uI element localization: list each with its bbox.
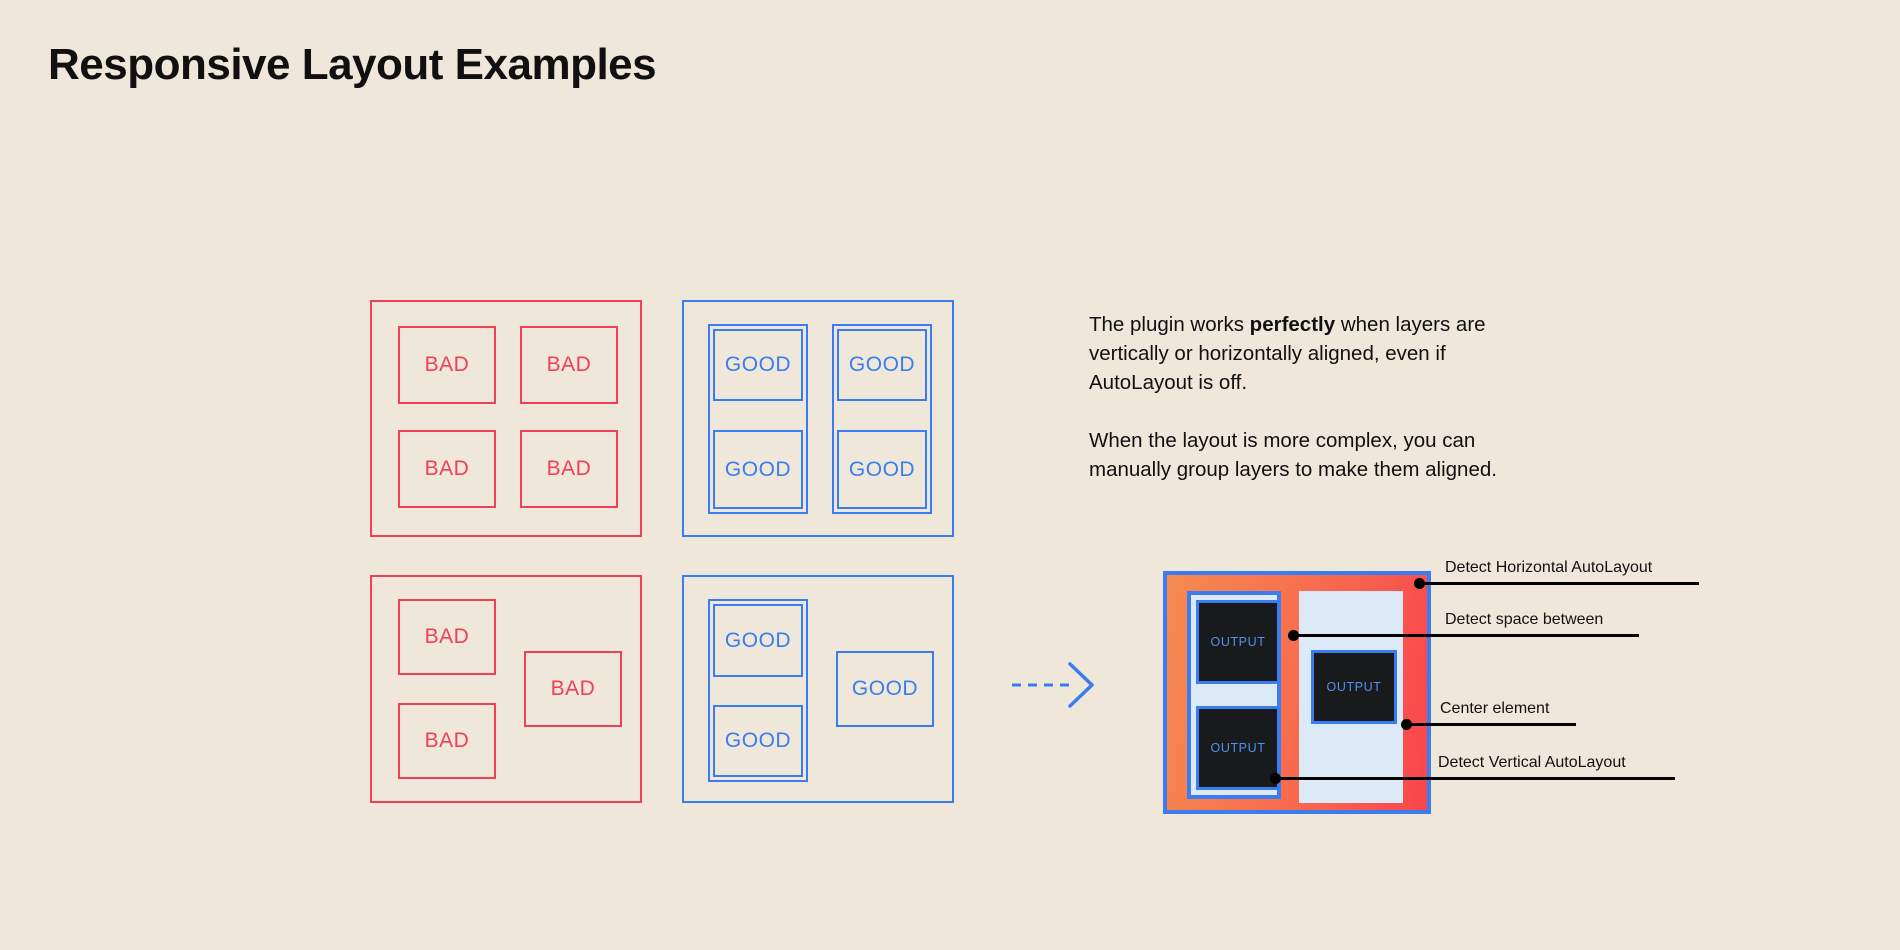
cell-label: GOOD: [724, 353, 792, 376]
copy-p1-bold: perfectly: [1249, 313, 1336, 336]
detection-diagram: OUTPUT OUTPUT OUTPUT: [1163, 571, 1431, 814]
good-complex-cell: GOOD: [713, 604, 803, 677]
cell-label: GOOD: [724, 729, 792, 752]
dashed-arrow-right-icon: [1010, 660, 1100, 710]
output-label: OUTPUT: [1210, 635, 1266, 649]
good-grid-cell: GOOD: [713, 430, 803, 509]
bad-complex-cell: BAD: [398, 703, 496, 779]
detect-left-group: OUTPUT OUTPUT: [1187, 591, 1281, 799]
page-title: Responsive Layout Examples: [48, 40, 657, 89]
callout-leader-line: [1419, 582, 1699, 585]
good-complex-cell: GOOD: [713, 705, 803, 777]
bad-grid-cell: BAD: [520, 430, 618, 508]
output-box: OUTPUT: [1196, 706, 1280, 790]
good-complex-group-frame: [708, 599, 808, 782]
good-complex-panel: GOOD GOOD GOOD: [682, 575, 954, 803]
bad-complex-cell: BAD: [524, 651, 622, 727]
copy-paragraph-2: When the layout is more complex, you can…: [1089, 429, 1497, 481]
cell-label: GOOD: [848, 457, 916, 481]
cell-label: BAD: [546, 353, 592, 376]
bad-complex-cell: BAD: [398, 599, 496, 675]
copy-paragraph-1: The plugin works perfectly when layers a…: [1089, 310, 1549, 397]
cell-label: BAD: [546, 457, 592, 480]
good-group-frame-left: [708, 324, 808, 514]
good-complex-cell: GOOD: [836, 651, 934, 727]
output-box: OUTPUT: [1196, 600, 1280, 684]
cell-label: GOOD: [724, 628, 792, 652]
cell-label: GOOD: [724, 457, 792, 481]
output-label: OUTPUT: [1210, 741, 1266, 755]
callout-label: Detect space between: [1445, 611, 1604, 628]
callout-leader-line: [1293, 634, 1639, 637]
callout-leader-line: [1406, 723, 1576, 726]
bad-grid-cell: BAD: [520, 326, 618, 404]
cell-label: BAD: [424, 729, 470, 752]
description-copy: The plugin works perfectly when layers a…: [1089, 310, 1549, 484]
bad-grid-cell: BAD: [398, 430, 496, 508]
cell-label: GOOD: [851, 677, 919, 700]
cell-label: GOOD: [848, 353, 916, 376]
copy-p1-before: The plugin works: [1089, 313, 1250, 336]
good-group-frame-right: [832, 324, 932, 514]
cell-label: BAD: [424, 625, 470, 648]
copy-p1-after: when layers are vertically or horizontal…: [1089, 313, 1486, 394]
callout-leader-line: [1275, 777, 1675, 780]
bad-complex-panel: BAD BAD BAD: [370, 575, 642, 803]
good-grid-cell: GOOD: [837, 430, 927, 509]
cell-label: BAD: [424, 353, 470, 376]
good-grid-cell: GOOD: [713, 329, 803, 401]
callout-label: Detect Vertical AutoLayout: [1438, 754, 1626, 771]
callout-label: Detect Horizontal AutoLayout: [1445, 559, 1653, 576]
callout-label: Center element: [1440, 700, 1550, 717]
bad-grid-panel: BAD BAD BAD BAD: [370, 300, 642, 537]
output-box: OUTPUT: [1311, 650, 1397, 724]
cell-label: BAD: [550, 677, 596, 700]
bad-grid-cell: BAD: [398, 326, 496, 404]
detect-right-column: OUTPUT: [1299, 591, 1403, 803]
good-grid-panel: GOOD GOOD GOOD GOOD: [682, 300, 954, 537]
cell-label: BAD: [424, 457, 470, 480]
output-label: OUTPUT: [1326, 680, 1382, 694]
good-grid-cell: GOOD: [837, 329, 927, 401]
